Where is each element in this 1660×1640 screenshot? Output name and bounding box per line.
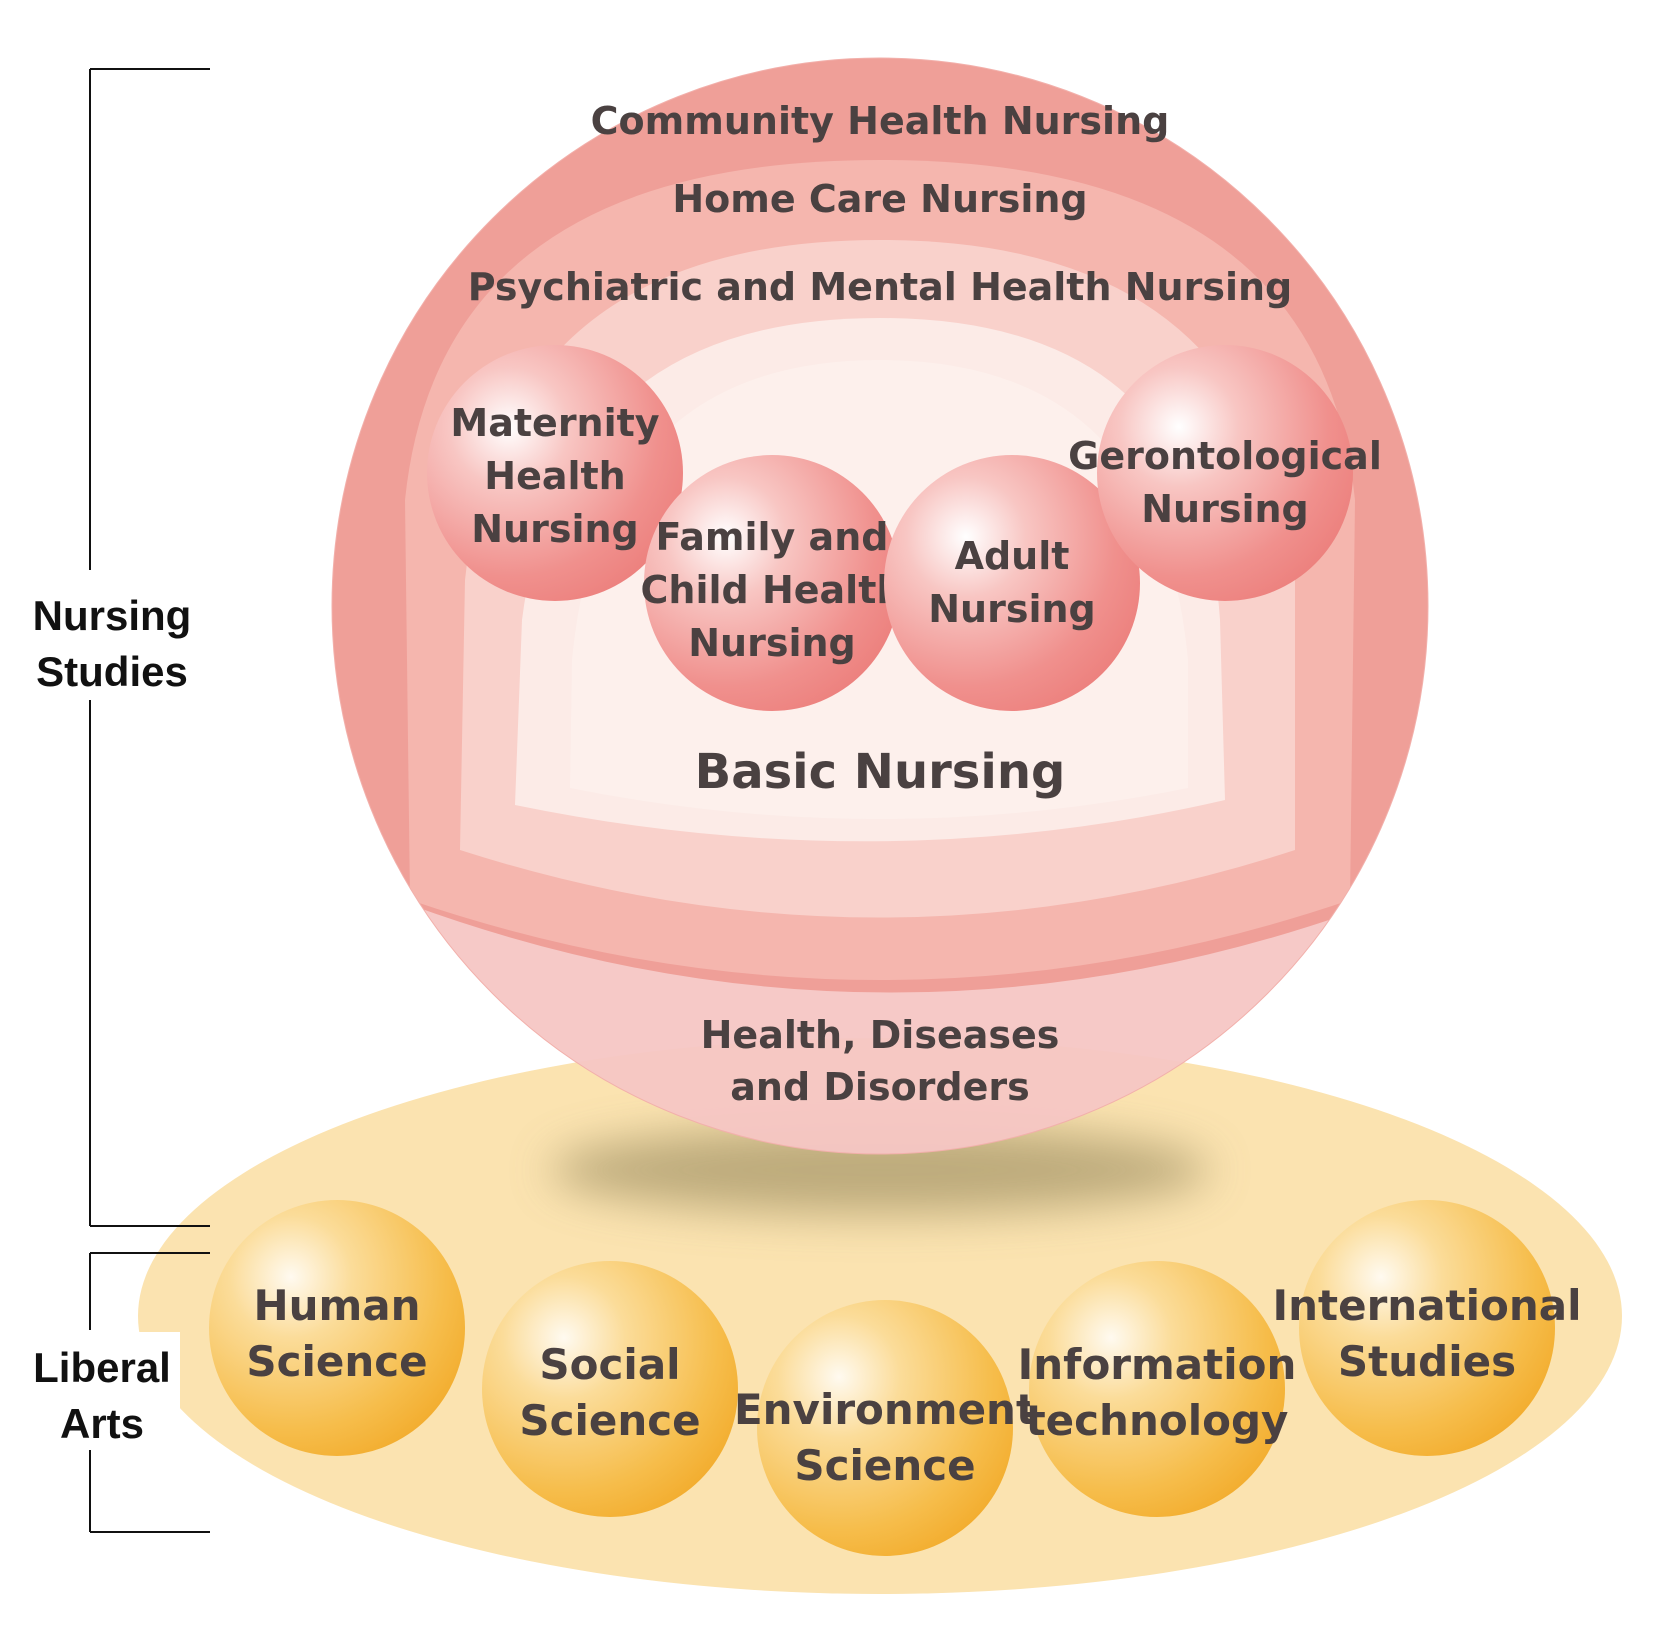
sphere [644,455,900,711]
sphere-label-line: Gerontological [1068,434,1382,478]
nursing-sphere-maternity: Maternity Health Nursing [427,345,683,601]
sphere [1299,1200,1555,1456]
sphere-label-line: Child Health [641,568,904,612]
sphere-shadow [550,1126,1210,1214]
sphere-label-line: Nursing [471,507,639,551]
sphere-label-line: Science [246,1337,427,1386]
sphere-label-line: Studies [1338,1337,1516,1386]
ring-label-health-line-2: and Disorders [730,1065,1030,1109]
liberal-arts-label-line-2: Arts [60,1400,144,1447]
sphere-label-line: Nursing [1141,487,1309,531]
liberal-arts-bracket [89,1252,210,1533]
ring-label-home-care: Home Care Nursing [672,177,1087,221]
nursing-sphere-outline [331,57,1429,1155]
sphere-label-line: Environment [734,1385,1036,1434]
liberal-sphere-human-science: Human Science [209,1200,465,1456]
sphere-label-line: Health [484,454,625,498]
ring-label-health-line-1: Health, Diseases [701,1013,1060,1057]
nursing-sphere-family-child: Family and Child Health Nursing [641,455,904,711]
nursing-studies-bracket [89,68,210,1227]
sphere [757,1300,1013,1556]
liberal-sphere-environment-science: Environment Science [734,1300,1036,1556]
sphere [1029,1261,1285,1517]
sphere-label-line: Information [1018,1340,1297,1389]
sphere-label-line: Social [539,1340,680,1389]
sphere-label-line: Science [519,1396,700,1445]
sphere-label-line: Science [794,1441,975,1490]
sphere-label-line: Maternity [450,401,659,445]
liberal-sphere-information-technology: Information technology [1018,1261,1297,1517]
sphere [884,455,1140,711]
nursing-sphere-gerontological: Gerontological Nursing [1068,345,1382,601]
sphere [427,345,683,601]
sphere-label-line: technology [1026,1396,1289,1445]
ring-label-psychiatric: Psychiatric and Mental Health Nursing [468,265,1293,309]
sphere-label-line: Family and [656,515,889,559]
nursing-studies-label-line-2: Studies [36,648,188,695]
liberal-arts-label-line-1: Liberal [33,1344,171,1391]
sphere-label-line: International [1272,1281,1581,1330]
liberal-arts-label-bg [28,1332,180,1448]
sphere-label-line: Nursing [928,587,1096,631]
nursing-sphere-adult: Adult Nursing [884,455,1140,711]
ring-label-basic: Basic Nursing [695,744,1066,800]
sphere [482,1261,738,1517]
nursing-studies-label-line-1: Nursing [33,592,192,639]
liberal-sphere-social-science: Social Science [482,1261,738,1517]
sphere-label-line: Adult [955,534,1070,578]
sphere [209,1200,465,1456]
sphere-label-line: Human [253,1281,420,1330]
sphere [1097,345,1353,601]
ring-label-community: Community Health Nursing [591,99,1170,143]
sphere-label-line: Nursing [688,621,856,665]
liberal-sphere-international-studies: International Studies [1272,1200,1582,1456]
